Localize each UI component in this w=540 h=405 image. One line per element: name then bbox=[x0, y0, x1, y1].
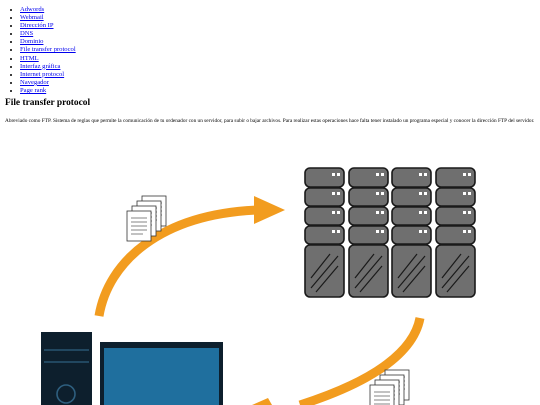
nav-link-html[interactable]: HTML bbox=[20, 54, 39, 62]
nav-link-direccion-ip[interactable]: Dirección IP bbox=[20, 22, 54, 30]
nav-link-list: Adwords Webmail Dirección IP DNS Dominio… bbox=[7, 6, 76, 95]
nav-link-page-rank[interactable]: Page rank bbox=[20, 86, 47, 94]
nav-link-dns[interactable]: DNS bbox=[20, 30, 34, 38]
nav-link-internet-protocol[interactable]: Internet protocol bbox=[20, 70, 65, 78]
nav-item: DNS bbox=[20, 30, 76, 38]
nav-item: Adwords bbox=[20, 6, 76, 14]
server-rack-icon bbox=[304, 167, 476, 298]
nav-item: Webmail bbox=[20, 14, 76, 22]
nav-link-ftp[interactable]: File transfer protocol bbox=[20, 46, 76, 54]
nav-item: File transfer protocol bbox=[20, 46, 76, 54]
page-title: File transfer protocol bbox=[5, 98, 91, 108]
nav-item: Navegador bbox=[20, 79, 76, 87]
desktop-computer-icon bbox=[41, 332, 223, 405]
nav-link-adwords[interactable]: Adwords bbox=[20, 6, 45, 13]
nav-item: HTML bbox=[20, 55, 76, 63]
download-arrow-icon bbox=[252, 316, 425, 405]
nav-item: Interfaz gráfica bbox=[20, 63, 76, 71]
nav-item: Page rank bbox=[20, 87, 76, 95]
nav-link-interfaz-grafica[interactable]: Interfaz gráfica bbox=[20, 62, 61, 70]
article-description: Abreviado como FTP. Sistema de reglas qu… bbox=[5, 118, 535, 124]
nav-link-webmail[interactable]: Webmail bbox=[20, 14, 44, 22]
nav-item: Dominio bbox=[20, 38, 76, 46]
nav-link-navegador[interactable]: Navegador bbox=[20, 78, 49, 86]
nav-link-dominio[interactable]: Dominio bbox=[20, 38, 44, 46]
nav-item: Internet protocol bbox=[20, 71, 76, 79]
upload-arrow-icon bbox=[94, 196, 285, 317]
nav-item: Dirección IP bbox=[20, 22, 76, 30]
